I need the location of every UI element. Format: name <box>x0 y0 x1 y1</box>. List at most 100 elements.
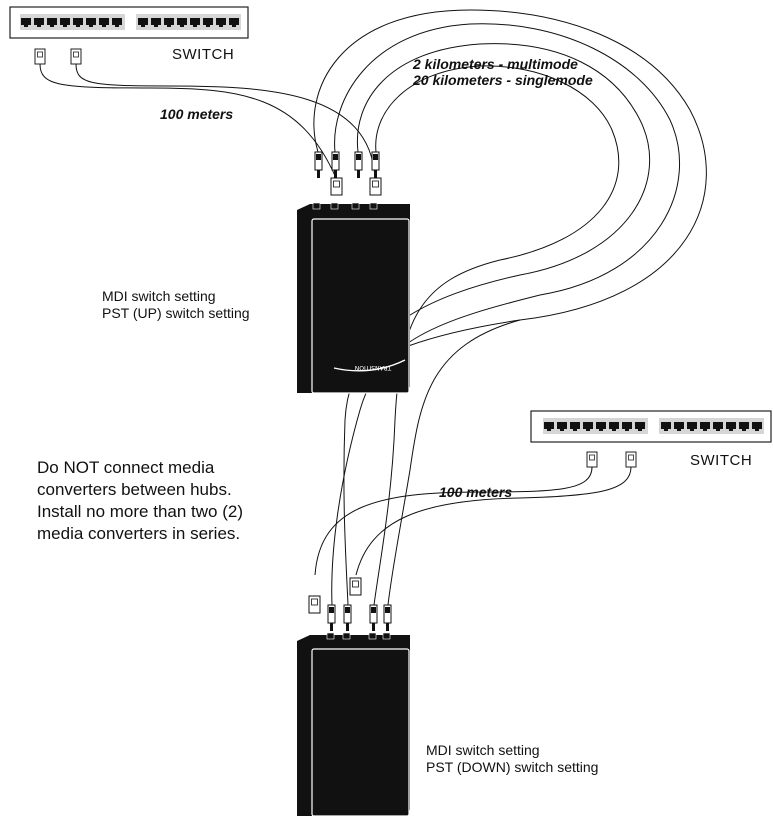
switch-port <box>661 422 671 429</box>
copper-cable-bottom-2 <box>355 466 632 576</box>
fiber-cable-loop-outer <box>313 9 707 381</box>
switch-port-notch <box>755 429 759 431</box>
rj45-plug-top-2 <box>70 48 82 65</box>
switch-port-notch <box>24 25 28 27</box>
switch-port <box>151 18 161 25</box>
switch-port-notch <box>193 25 197 27</box>
switch-top-port-bank-left <box>20 14 125 30</box>
switch-port-notch <box>716 429 720 431</box>
switch-port <box>674 422 684 429</box>
switch-port <box>583 422 593 429</box>
notice-line-3: Install no more than two (2) <box>37 502 243 521</box>
switch-port-notch <box>625 429 629 431</box>
rj45-plug-converter-top-2 <box>369 177 382 196</box>
switch-bottom-ports <box>544 422 762 431</box>
media-converter-bottom <box>297 632 410 816</box>
switch-port <box>47 18 57 25</box>
fiber-connector-top-1 <box>314 151 323 178</box>
converter-bottom-mdi-setting: MDI switch setting <box>426 742 540 758</box>
switch-port <box>570 422 580 429</box>
converter-bottom-connectors <box>308 577 392 631</box>
rj45-plug-converter-bottom-1 <box>308 595 321 614</box>
switch-port-notch <box>232 25 236 27</box>
switch-port <box>99 18 109 25</box>
switch-port-notch <box>677 429 681 431</box>
switch-port <box>739 422 749 429</box>
switch-port <box>216 18 226 25</box>
copper-cable-bottom-1 <box>314 466 593 576</box>
switch-port-notch <box>729 429 733 431</box>
fiber-cable-down-2 <box>343 274 521 606</box>
switch-bottom-label: SWITCH <box>690 452 753 469</box>
switch-port <box>700 422 710 429</box>
rj45-plug-top-1 <box>34 48 46 65</box>
copper-cable-top-1 <box>39 63 337 179</box>
switch-port-notch <box>154 25 158 27</box>
switch-port <box>164 18 174 25</box>
converter-bottom-body-front <box>311 648 410 816</box>
switch-port <box>60 18 70 25</box>
switch-port-notch <box>599 429 603 431</box>
switch-port-notch <box>703 429 707 431</box>
converter-top-logo-text: TRANSITION <box>355 364 392 371</box>
switch-port-notch <box>141 25 145 27</box>
switch-port-notch <box>89 25 93 27</box>
converter-top-pst-setting: PST (UP) switch setting <box>102 305 250 321</box>
rj45-plug-bottom-2 <box>625 451 637 468</box>
switch-bottom-port-bank-right <box>659 418 764 434</box>
switch-port-notch <box>547 429 551 431</box>
fiber-cable-down-1 <box>331 294 541 606</box>
rj45-plug-bottom-1 <box>586 451 598 468</box>
switch-port-notch <box>63 25 67 27</box>
switch-port <box>177 18 187 25</box>
notice-line-1: Do NOT connect media <box>37 458 215 477</box>
copper-cable-top-2 <box>75 63 376 179</box>
notice-line-4: media converters in series. <box>37 524 241 543</box>
fiber-cable-loop-inner-a <box>334 23 681 296</box>
fiber-connector-bottom-4 <box>383 604 392 631</box>
switch-port <box>726 422 736 429</box>
switch-port-notch <box>664 429 668 431</box>
switch-port-notch <box>573 429 577 431</box>
switch-port <box>138 18 148 25</box>
switch-port <box>635 422 645 429</box>
rj45-plug-converter-top-1 <box>330 177 343 196</box>
switch-port-notch <box>102 25 106 27</box>
fiber-connector-top-4 <box>371 151 380 178</box>
switch-port <box>622 422 632 429</box>
switch-port <box>609 422 619 429</box>
switch-top-ports <box>21 18 239 27</box>
converter-top-ports <box>312 202 378 210</box>
switch-port-notch <box>50 25 54 27</box>
switch-port <box>190 18 200 25</box>
switch-bottom-port-bank-left <box>543 418 648 434</box>
switch-port-notch <box>115 25 119 27</box>
media-converter-top: TRANSITION <box>297 202 410 394</box>
switch-port-notch <box>206 25 210 27</box>
switch-port-notch <box>742 429 746 431</box>
converter-top-connectors <box>314 151 382 196</box>
switch-port <box>112 18 122 25</box>
fiber-distance-singlemode: 20 kilometers - singlemode <box>413 72 593 88</box>
switch-port-notch <box>612 429 616 431</box>
switch-port <box>544 422 554 429</box>
switch-port-notch <box>76 25 80 27</box>
converter-top-body-front <box>311 218 410 394</box>
fiber-cable-loop-inner-c <box>375 65 620 261</box>
switch-port-notch <box>180 25 184 27</box>
fiber-connector-top-2 <box>331 151 340 178</box>
switch-port <box>203 18 213 25</box>
switch-port-notch <box>690 429 694 431</box>
switch-top-port-bank-right <box>136 14 241 30</box>
copper-distance-top: 100 meters <box>160 106 234 122</box>
cables <box>39 9 707 606</box>
switch-port <box>21 18 31 25</box>
switch-bottom <box>530 410 772 468</box>
switch-port <box>752 422 762 429</box>
fiber-connector-top-3 <box>354 151 363 178</box>
fiber-cable-loop-inner-b <box>356 43 651 276</box>
fiber-cable-down-4 <box>387 319 521 606</box>
switch-port <box>34 18 44 25</box>
fiber-connector-bottom-2 <box>343 604 352 631</box>
